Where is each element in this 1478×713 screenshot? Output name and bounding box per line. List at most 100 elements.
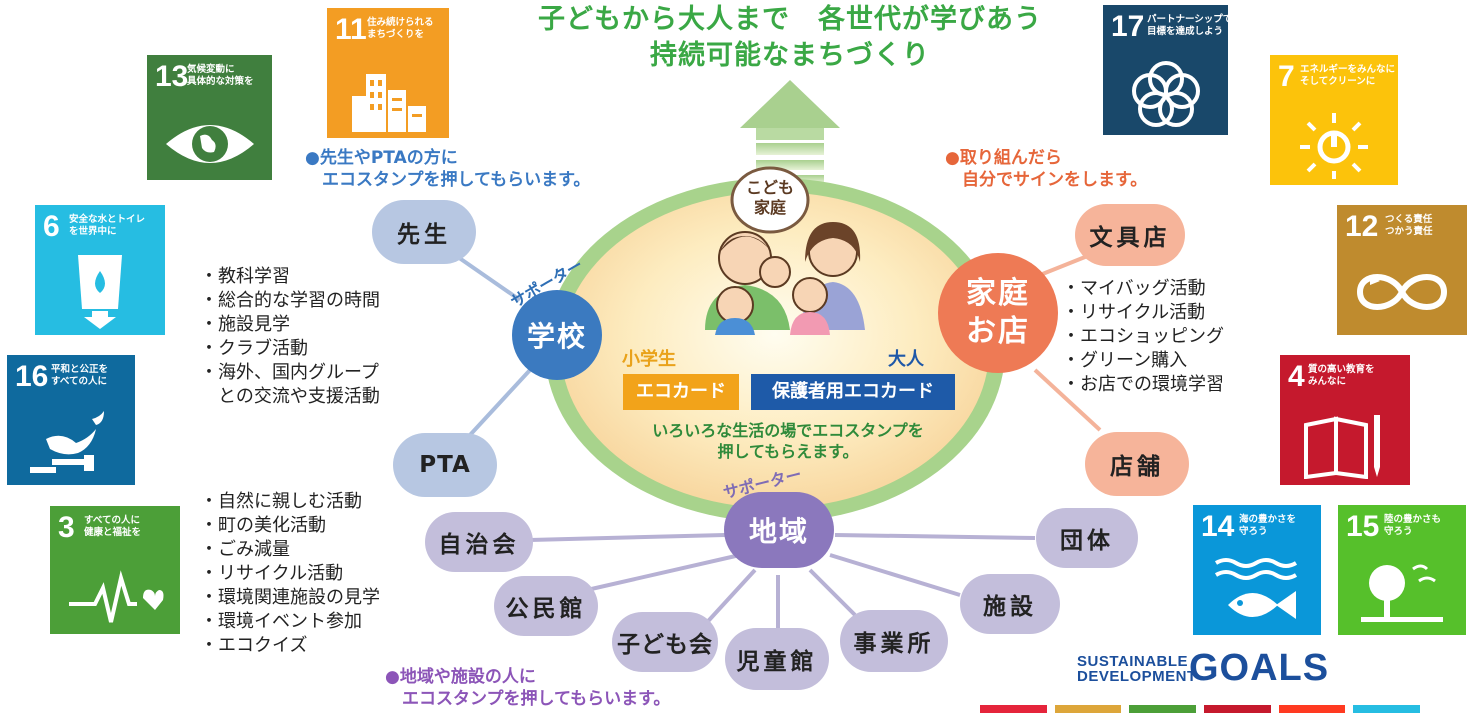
list-item: クラブ活動 [200,337,380,361]
sdg-label: 安全な水とトイレ を世界中に [69,214,146,237]
home-connectors [1033,253,1102,432]
sdg-number: 16 [15,360,49,393]
sdg-number: 13 [155,60,189,93]
sdg-tile-11: 11 住み続けられる まちづくりを [327,8,449,138]
community-node-jigyosho: 事業所 [840,610,948,672]
sdg-tile-4: 4 質の高い教育を みんなに [1280,355,1410,485]
tree-icon [1338,555,1466,629]
sdg-color-bar [980,705,1421,713]
water-drop-icon [35,251,165,329]
list-item: エコショッピング [1062,325,1224,349]
sdg-number: 6 [43,210,60,243]
sdg-tile-12: 12 つくる責任 つかう責任 [1337,205,1467,335]
sdg-number: 3 [58,511,75,544]
sdg-number: 17 [1111,10,1145,43]
sdg-label: 海の豊かさを 守ろう [1239,514,1297,537]
list-item: リサイクル活動 [1062,301,1224,325]
community-node-kominkan: 公民館 [494,576,598,636]
sdg-label: 陸の豊かさも 守ろう [1384,514,1442,537]
school-hub: 学校 [512,290,602,380]
sdg-number: 12 [1345,210,1379,243]
list-item: リサイクル活動 [200,562,380,586]
family-illustration [705,166,865,335]
sdg-tile-13: 13 気候変動に 具体的な対策を [147,55,272,180]
list-item: グリーン購入 [1062,349,1224,373]
pta-activities: 自然に親しむ活動 町の美化活動 ごみ減量 リサイクル活動 環境関連施設の見学 環… [200,490,380,658]
sdg-bar-segment [1129,705,1197,713]
sdg-bar-segment [980,705,1047,713]
book-pencil-icon [1280,409,1410,479]
sdg-tile-16: 16 平和と公正を すべての人に [7,355,135,485]
pta-node: PTA [393,433,497,497]
eye-globe-icon [147,114,272,174]
home-store-hub: 家庭 お店 [938,253,1058,373]
list-item-continued: との交流や支援活動 [200,386,380,407]
list-item: 自然に親しむ活動 [200,490,380,514]
community-note: ●地域や施設の人に エコスタンプを押してもらいます。 [385,667,671,709]
sdg-tile-15: 15 陸の豊かさも 守ろう [1338,505,1466,635]
sdg-label: つくる責任 つかう責任 [1385,214,1433,237]
sdg-bar-segment [1054,705,1122,713]
sdg-number: 4 [1288,360,1305,393]
community-hub: 地域 [724,492,834,568]
sdg-bar-segment [1204,705,1271,713]
list-item: お店での環境学習 [1062,373,1224,397]
sdg-bar-segment [1278,705,1346,713]
center-message: いろいろな生活の場でエコスタンプを 押してもらえます。 [652,421,924,461]
list-item: 環境関連施設の見学 [200,586,380,610]
school-note: ●先生やPTAの方に エコスタンプを押してもらいます。 [305,148,591,190]
sdg-number: 15 [1346,510,1380,543]
sdg-logo-text: SUSTAINABLE DEVELOPMENT [1077,653,1197,685]
community-node-dantai: 団体 [1036,508,1138,568]
adult-label: 大人 [888,349,924,370]
dove-gavel-icon [7,409,135,479]
sdg-label: エネルギーをみんなに そしてクリーンに [1300,64,1396,87]
adult-eco-card: 保護者用エコカード [751,374,955,410]
home-note: ●取り組んだら 自分でサインをします。 [945,148,1148,190]
sdg-number: 14 [1201,510,1235,543]
sdg-label: 住み続けられる まちづくりを [367,17,434,40]
sdg-number: 7 [1278,60,1295,93]
list-item: 総合的な学習の時間 [200,289,380,313]
list-item: ごみ減量 [200,538,380,562]
upward-arrow [740,80,840,183]
sdg-tile-14: 14 海の豊かさを 守ろう [1193,505,1321,635]
list-item: 海外、国内グループ [200,361,380,385]
sdg-tile-6: 6 安全な水とトイレ を世界中に [35,205,165,335]
infinity-icon [1337,267,1467,317]
list-item: 教科学習 [200,265,380,289]
headline-line2: 持続可能なまちづくり [650,40,930,71]
heartbeat-icon [50,568,180,628]
teacher-node: 先生 [372,200,476,264]
sdg-label: 気候変動に 具体的な対策を [187,64,254,87]
community-node-shisetsu: 施設 [960,574,1060,634]
list-item: エコクイズ [200,634,380,658]
community-node-jidokan: 児童館 [725,628,829,690]
sdg-label: 質の高い教育を みんなに [1308,364,1375,387]
community-node-kodomokai: 子ども会 [612,612,718,672]
sdg-bar-segment [1353,705,1421,713]
sdg-label: すべての人に 健康と福祉を [84,515,142,538]
list-item: 町の美化活動 [200,514,380,538]
child-label: 小学生 [622,349,676,370]
sdg-tile-17: 17 パートナーシップで 目標を達成しよう [1103,5,1228,135]
sdg-number: 11 [335,13,367,46]
teacher-activities: 教科学習 総合的な学習の時間 施設見学 クラブ活動 海外、国内グループ との交流… [200,265,380,409]
rings-icon [1103,57,1228,129]
fish-icon [1193,555,1321,629]
store-node: 店舗 [1085,432,1189,496]
community-connectors [529,533,1036,635]
child-eco-card: エコカード [623,374,739,410]
headline: 子どもから大人まで 各世代が学びあう 持続可能なまちづくり [470,2,1110,74]
headline-line1: 子どもから大人まで 各世代が学びあう [538,4,1042,35]
center-field [561,192,989,508]
community-node-jichikai: 自治会 [425,512,533,572]
sdg-label: パートナーシップで 目標を達成しよう [1147,14,1228,37]
school-connectors [453,253,532,437]
sdg-logo-goals: GOALS [1189,647,1330,689]
sdg-tile-7: 7 エネルギーをみんなに そしてクリーンに [1270,55,1398,185]
stationery-node: 文具店 [1075,204,1185,266]
sdg-tile-3: 3 すべての人に 健康と福祉を [50,506,180,634]
kids-family-label: こども 家庭 [745,178,794,217]
